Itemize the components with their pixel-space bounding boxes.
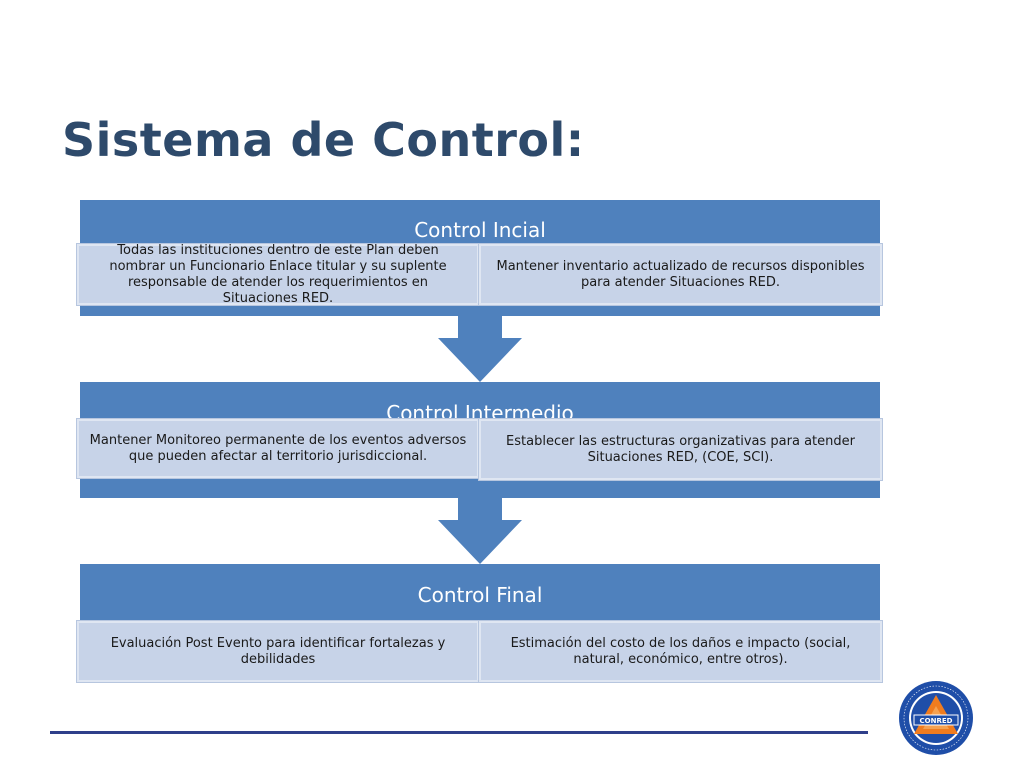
stage-label-initial: Control Incial	[414, 218, 546, 242]
down-arrow-icon	[438, 316, 522, 382]
footer-divider	[50, 731, 868, 734]
stage-intermediate-item-2: Establecer las estructuras organizativas…	[479, 419, 882, 480]
conred-logo: CONRED	[899, 681, 973, 755]
down-arrow-icon	[438, 498, 522, 564]
stage-initial-item-2: Mantener inventario actualizado de recur…	[479, 244, 882, 305]
logo-text: CONRED	[920, 717, 953, 725]
stage-label-final: Control Final	[417, 583, 543, 607]
stage-initial-item-1: Todas las instituciones dentro de este P…	[77, 243, 479, 306]
stage-final-item-1: Evaluación Post Evento para identificar …	[77, 621, 479, 682]
slide-title: Sistema de Control:	[62, 113, 585, 167]
stage-intermediate-item-1: Mantener Monitoreo permanente de los eve…	[77, 419, 479, 478]
stage-final-item-2: Estimación del costo de los daños e impa…	[479, 621, 882, 682]
